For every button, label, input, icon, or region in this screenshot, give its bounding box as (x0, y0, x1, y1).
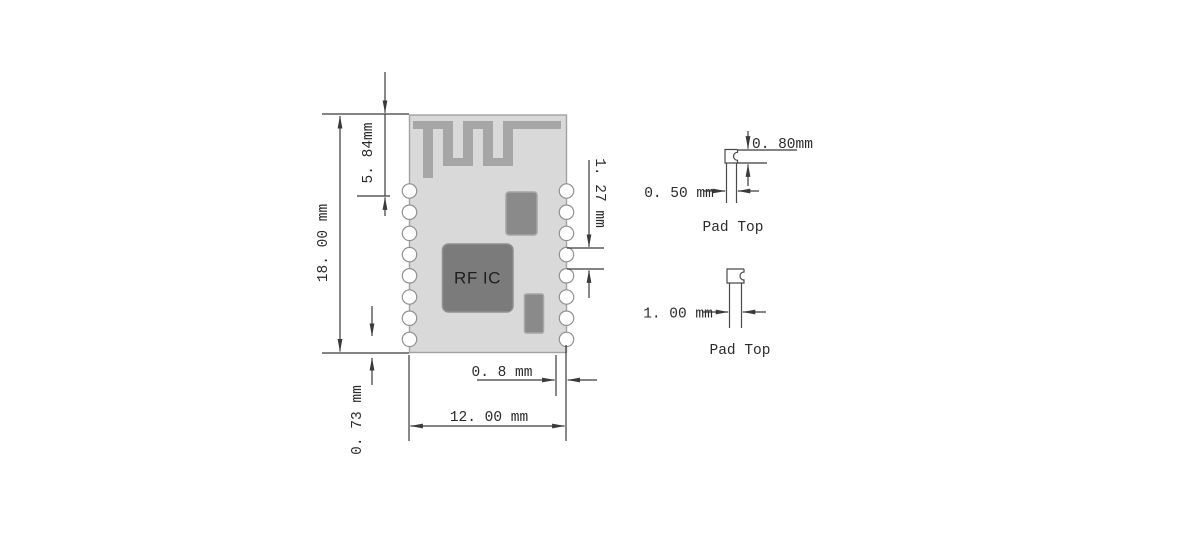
castellation-pads-left (401, 183, 418, 348)
dim-label-18mm: 18. 00 mm (316, 204, 332, 282)
castellation-pad (401, 183, 418, 199)
pad-detail-bottom-view: 1. 00 mm Pad Top (643, 268, 771, 359)
castellation-notch-outline-2 (726, 268, 745, 284)
castellation-pad (401, 267, 418, 284)
rf-module-top-view: RF IC (401, 114, 575, 354)
castellation-pad (558, 289, 575, 305)
castellation-pad (558, 225, 575, 242)
castellation-pad (401, 246, 418, 263)
castellation-pad (558, 331, 575, 348)
dimension-annotations-right: 1. 27 mm (567, 158, 607, 298)
dim-label-12mm: 12. 00 mm (450, 410, 528, 426)
dimension-annotations-left: 18. 00 mm 5. 84mm 0. 73 mm (316, 72, 409, 455)
dim-label-0-73mm: 0. 73 mm (350, 385, 366, 455)
meander-antenna-trace (413, 121, 561, 178)
smd-component-lower (523, 293, 545, 334)
castellation-pad (401, 204, 418, 220)
castellation-pad (401, 289, 418, 305)
castellation-pad (401, 310, 418, 326)
dim-label-1-27mm: 1. 27 mm (591, 158, 607, 228)
dim-label-5-84mm: 5. 84mm (361, 123, 377, 184)
castellation-pad (401, 331, 418, 348)
dimension-annotations-bottom: 0. 8 mm 12. 00 mm (408, 345, 597, 441)
dim-label-1-00mm: 1. 00 mm (643, 307, 713, 323)
castellation-pad (558, 183, 575, 199)
castellation-pad (558, 267, 575, 284)
castellation-pad (558, 204, 575, 220)
castellation-notch-outline (724, 148, 739, 164)
pad-top-caption-1: Pad Top (703, 220, 764, 236)
dim-label-0-50mm: 0. 50 mm (644, 186, 714, 202)
rf-ic-label: RF IC (454, 269, 501, 288)
dim-label-0-8mm: 0. 8 mm (472, 365, 533, 381)
castellation-pad (558, 310, 575, 326)
castellation-pad (558, 246, 575, 263)
pad-detail-top-view: 0. 80mm 0. 50 mm Pad Top (644, 131, 813, 236)
rf-ic-chip (441, 243, 514, 313)
pad-top-caption-2: Pad Top (710, 343, 771, 359)
dim-label-0-80mm: 0. 80mm (752, 137, 813, 153)
castellation-pad (401, 225, 418, 242)
smd-component-upper (505, 191, 538, 236)
castellation-pads-right (558, 183, 575, 348)
